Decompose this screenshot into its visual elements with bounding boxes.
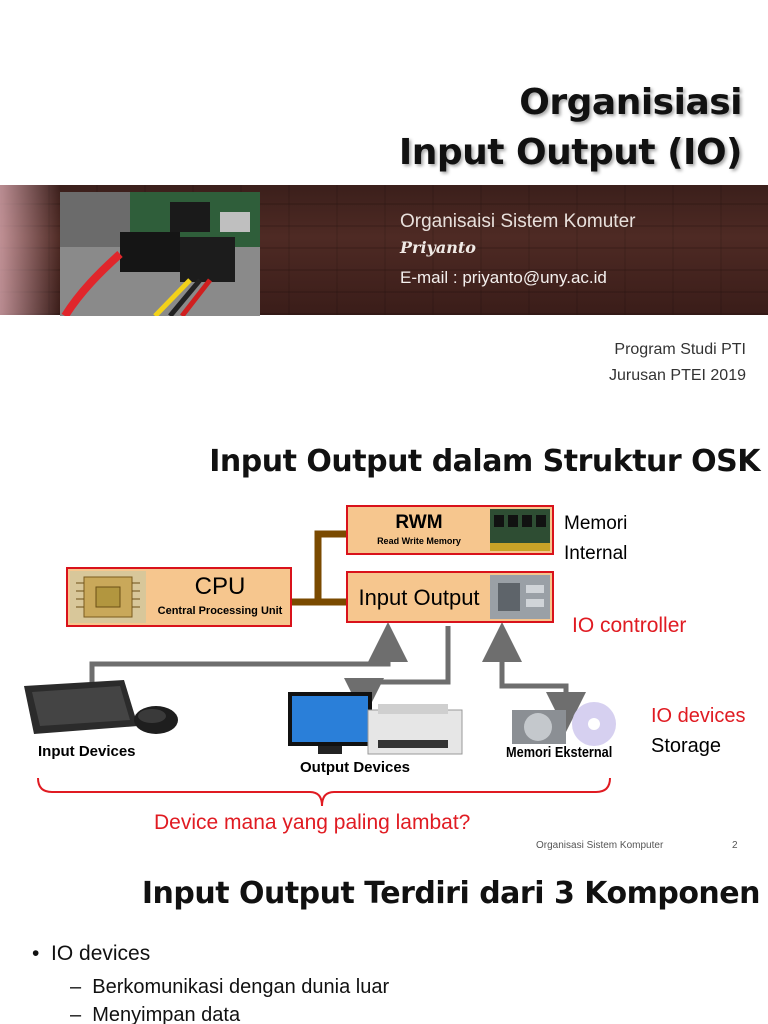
slide-title: Organisiasi Input Output (IO) Organisais… (0, 0, 768, 412)
slide2-footer: Organisasi Sistem Komputer (536, 840, 664, 851)
sub-bullet-store-text: Menyimpan data (92, 1004, 241, 1024)
io-controller-label: IO controller (572, 614, 687, 637)
io-controller-icon (490, 575, 550, 619)
hard-drive-cable-image (60, 192, 260, 316)
slide3-title: Input Output Terdiri dari 3 Komponen (141, 876, 761, 911)
sub-bullet-communicate-text: Berkomunikasi dengan dunia luar (92, 976, 390, 998)
slide-title-heading: Organisiasi Input Output (IO) (398, 78, 743, 178)
cpu-sublabel: Central Processing Unit (157, 605, 283, 617)
slide2-page-number: 2 (732, 840, 738, 851)
io-label: Input Output (358, 585, 480, 610)
output-devices-label: Output Devices (300, 759, 411, 776)
storage-disk-icon (512, 702, 616, 746)
rwm-sublabel: Read Write Memory (377, 536, 461, 546)
memori-eksternal-label: Memori Eksternal (506, 744, 613, 761)
course-subtitle: Organisaisi Sistem Komuter (400, 211, 636, 232)
slide-io-structure: Input Output dalam Struktur OSK RWM Read… (0, 414, 768, 864)
io-devices-label: IO devices (651, 705, 746, 727)
sub-bullet-communicate: – Berkomunikasi dengan dunia luar (70, 976, 389, 999)
keyboard-mouse-icon (24, 680, 178, 734)
monitor-printer-icon (288, 692, 463, 755)
author-name: Priyanto (400, 238, 476, 257)
bullet-marker: • (32, 942, 52, 965)
sub-bullet-marker: – (70, 1004, 93, 1024)
title-line-2: Input Output (IO) (398, 132, 743, 173)
rwm-label: RWM (395, 512, 443, 533)
program-info: Program Studi PTI Jurusan PTEI 2019 (609, 337, 746, 389)
memori-internal-label: Memori Internal (564, 509, 627, 569)
cpu-chip-icon (70, 571, 146, 623)
memori-internal-line-2: Internal (564, 543, 628, 564)
bullet-io-devices: • IO devices (32, 942, 150, 966)
slide-io-components: Input Output Terdiri dari 3 Komponen • I… (0, 866, 768, 1024)
slide2-title: Input Output dalam Struktur OSK (209, 444, 760, 479)
input-devices-label: Input Devices (38, 743, 136, 760)
sub-bullet-store: – Menyimpan data (70, 1004, 240, 1024)
program-line-2: Jurusan PTEI 2019 (609, 367, 746, 384)
slowest-device-question: Device mana yang paling lambat? (154, 811, 471, 834)
io-box: Input Output (346, 571, 554, 623)
rwm-box: RWM Read Write Memory (346, 505, 554, 555)
memori-internal-line-1: Memori (564, 513, 628, 534)
author-email: E-mail : priyanto@uny.ac.id (400, 268, 607, 287)
cpu-label: CPU (194, 573, 246, 600)
cpu-box: CPU Central Processing Unit (66, 567, 292, 627)
program-line-1: Program Studi PTI (614, 341, 746, 358)
title-line-1: Organisiasi (519, 82, 742, 123)
storage-label: Storage (651, 735, 722, 757)
memory-chip-icon (490, 509, 550, 551)
sub-bullet-marker: – (70, 976, 93, 998)
bullet-io-devices-text: IO devices (51, 942, 151, 965)
diagram-connectors (37, 530, 611, 807)
